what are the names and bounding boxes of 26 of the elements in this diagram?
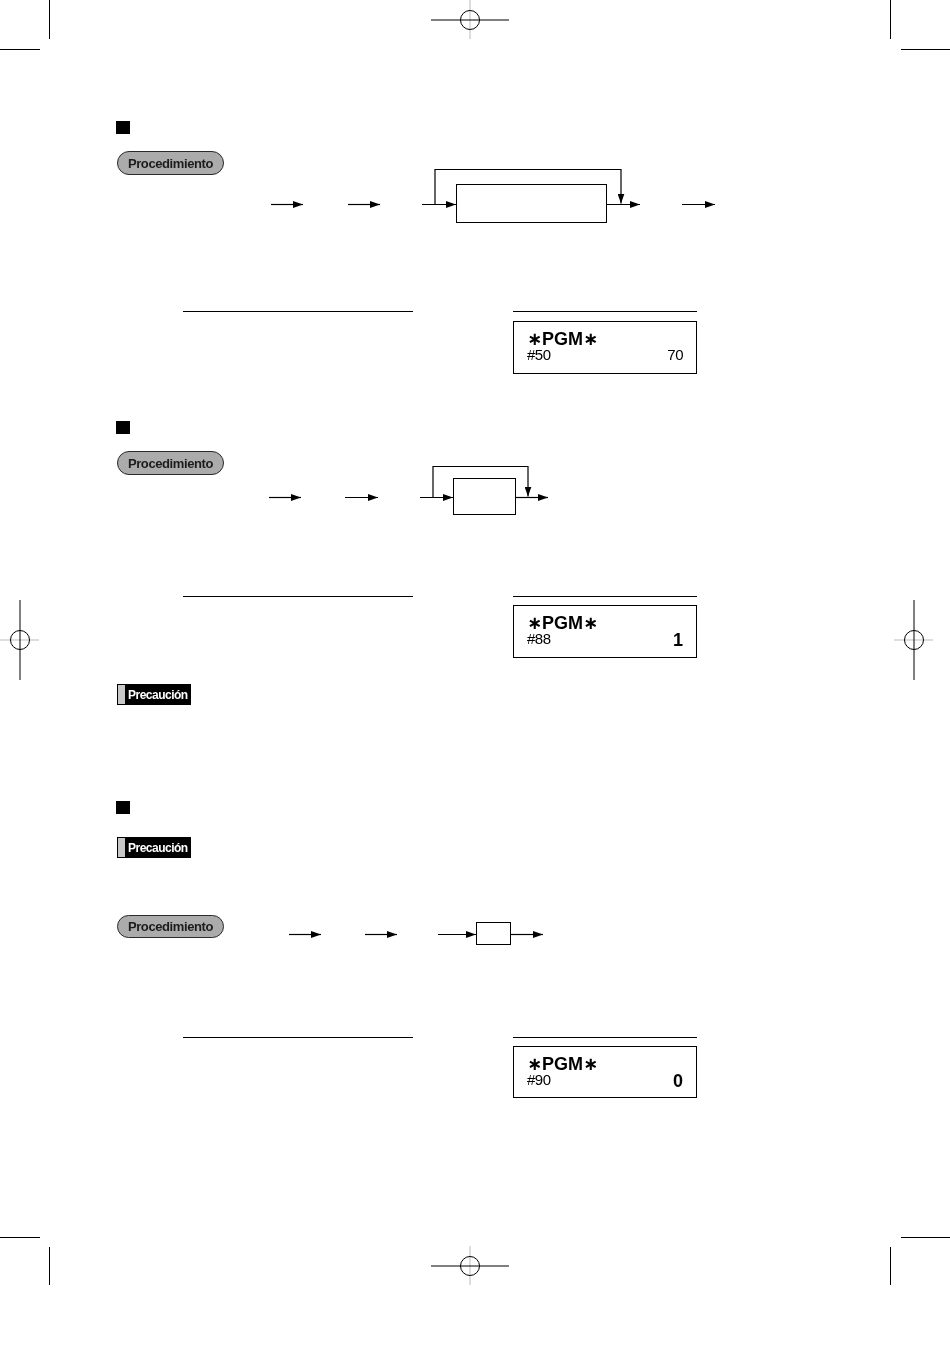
display-screen: [513, 1046, 697, 1098]
step-box: [476, 922, 511, 945]
display-text: #50: [527, 347, 551, 362]
arrow: [419, 494, 454, 501]
display-text: ∗PGM∗: [527, 1055, 599, 1073]
display-text: #88: [527, 631, 551, 646]
display-screen: [513, 321, 697, 374]
display-text: 0: [673, 1072, 683, 1090]
display-text: 70: [667, 347, 683, 362]
procedure-badge: Procedimiento: [117, 915, 224, 938]
arrow: [515, 494, 549, 501]
arrow: [437, 931, 477, 938]
display-screen: [513, 605, 697, 658]
display-text: 1: [673, 631, 683, 649]
procedure-badge: Procedimiento: [117, 451, 224, 475]
caution-badge: Precaución: [117, 684, 191, 705]
step-box: [456, 184, 607, 223]
display-text: ∗PGM∗: [527, 614, 599, 632]
arrow: [421, 201, 457, 208]
display-text: ∗PGM∗: [527, 330, 599, 348]
procedure-badge: Procedimiento: [117, 151, 224, 175]
caution-badge: Precaución: [117, 837, 191, 858]
display-text: #90: [527, 1072, 551, 1087]
arrow: [606, 201, 641, 208]
arrow: [510, 931, 544, 938]
step-box: [453, 478, 516, 515]
